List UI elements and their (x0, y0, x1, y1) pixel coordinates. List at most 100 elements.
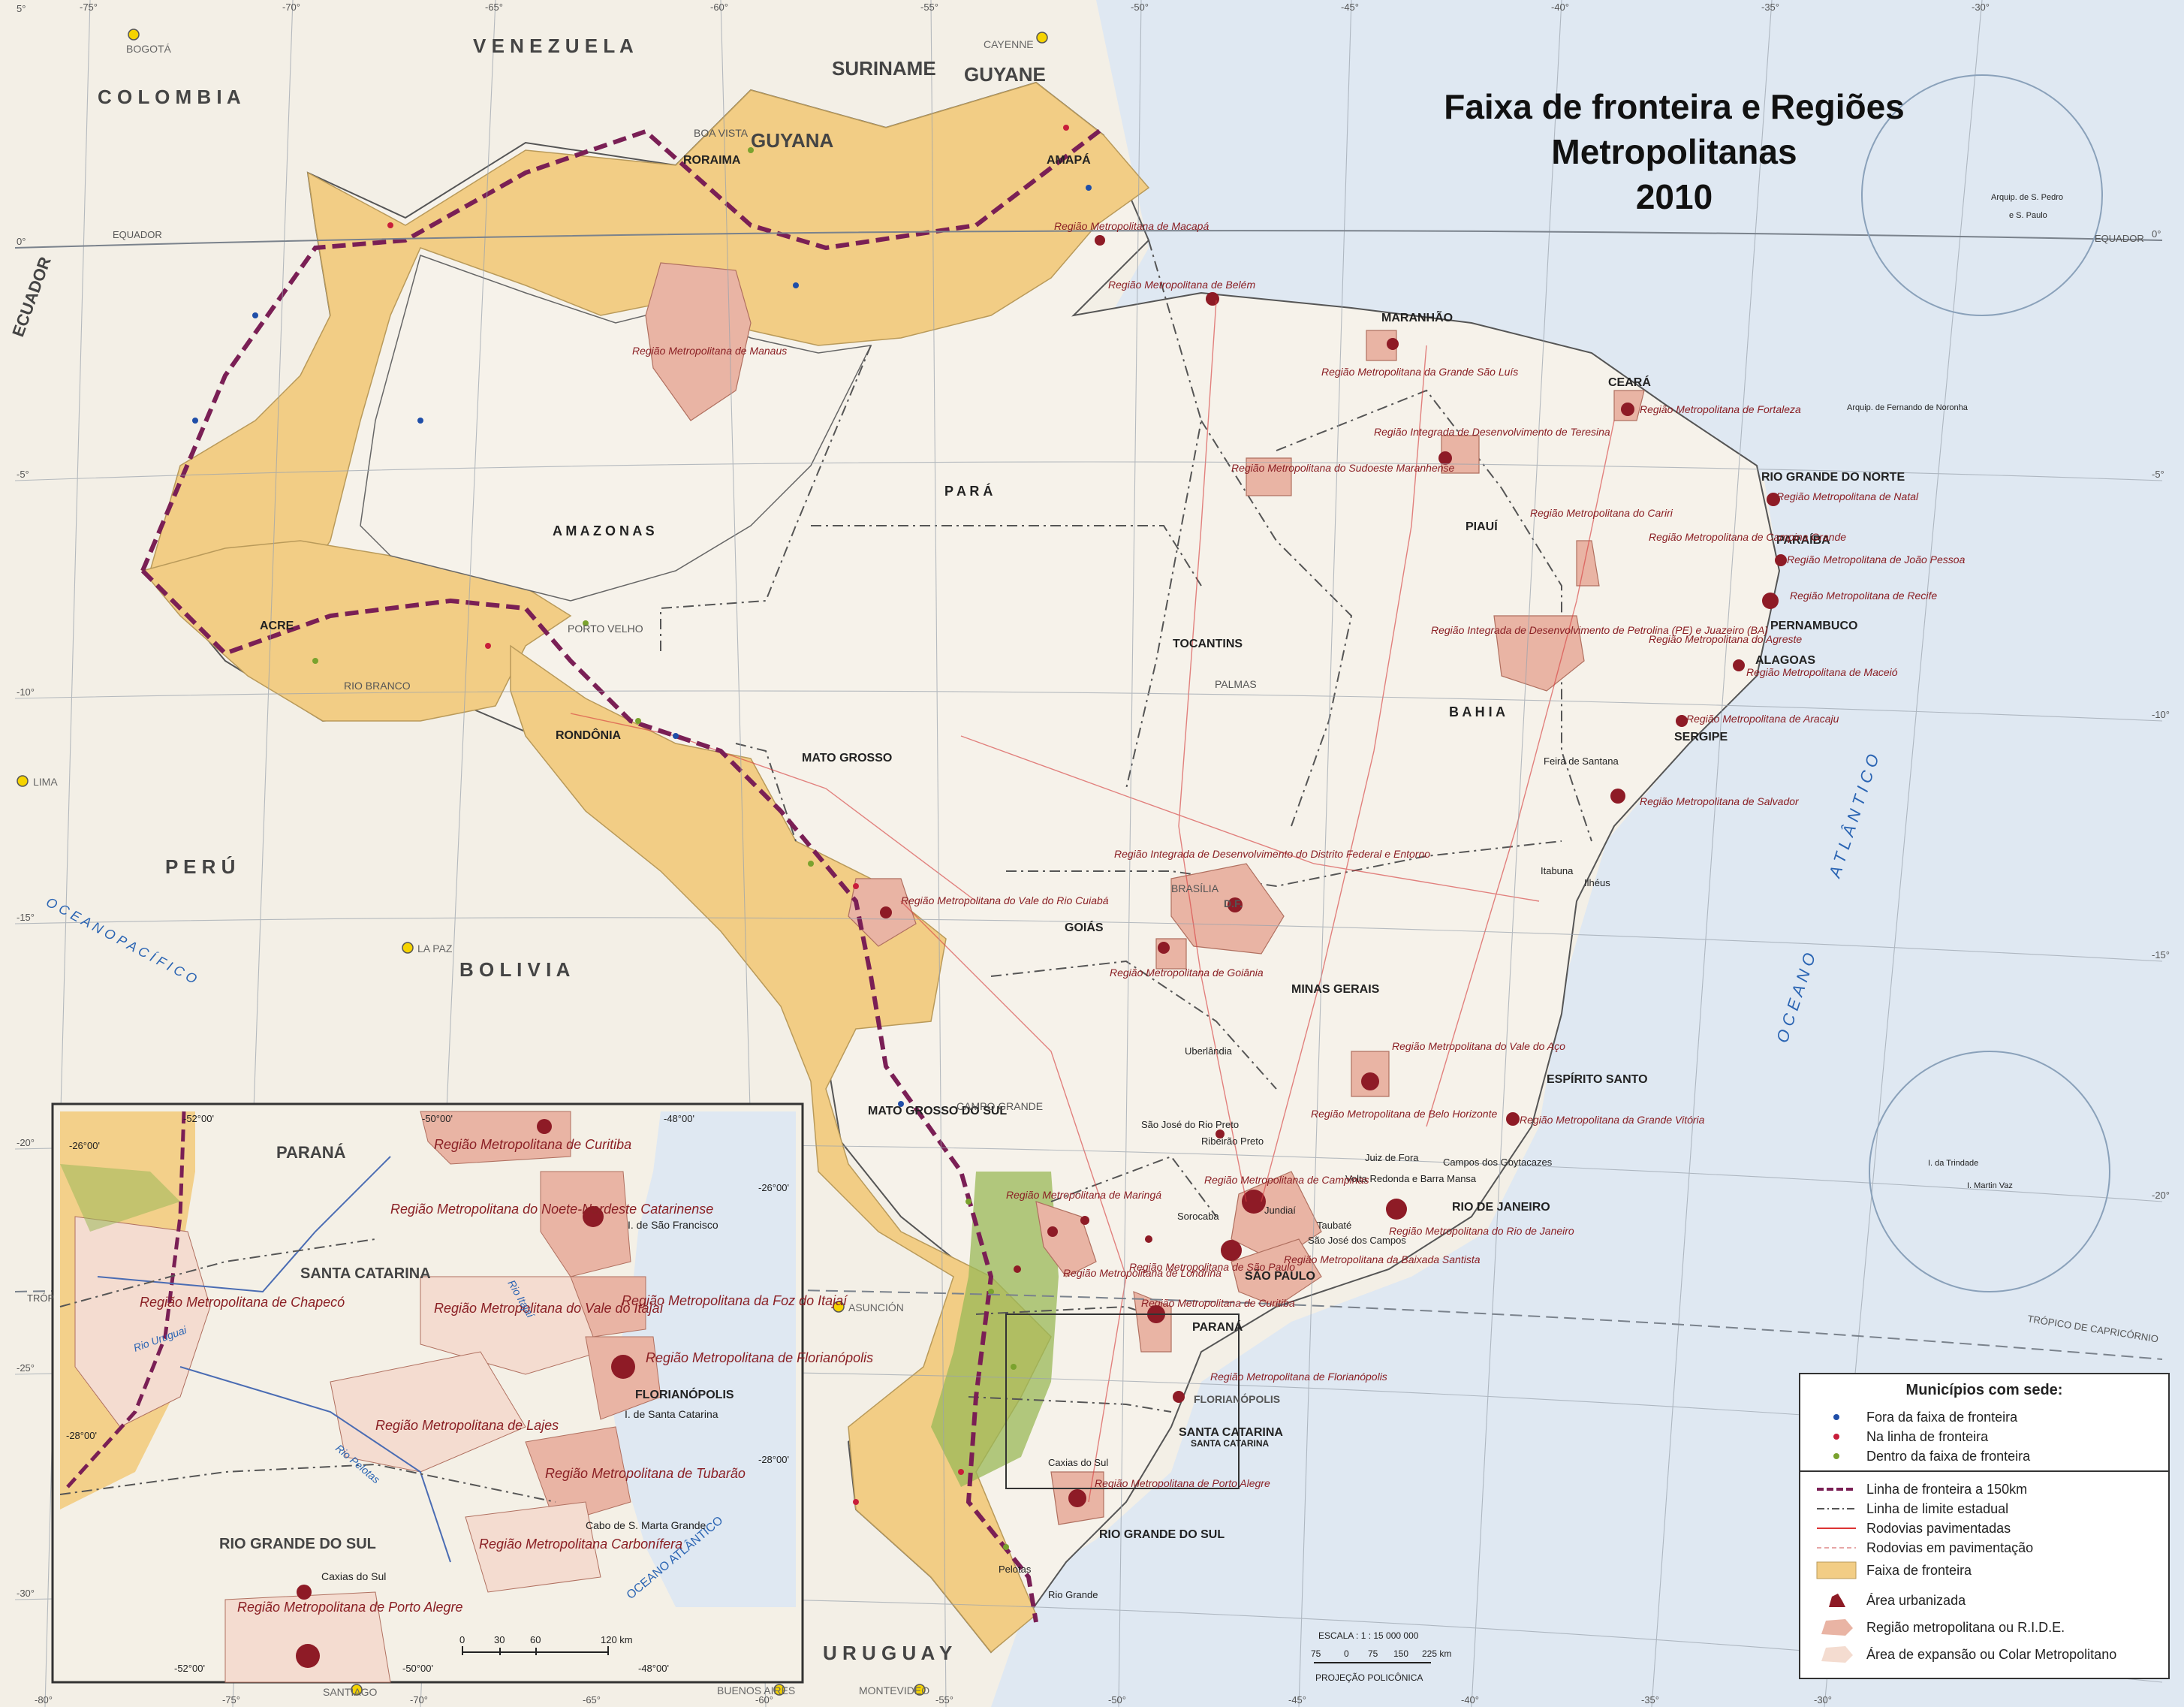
state-minas: MINAS GERAIS (1291, 983, 1380, 996)
inset-scale-0: 0 (459, 1634, 465, 1645)
rm-bh: Região Metropolitana de Belo Horizonte (1311, 1108, 1497, 1120)
inset-locator-box (1005, 1313, 1240, 1489)
island-spedro: Arquip. de S. Pedro (1991, 193, 2063, 202)
inset-scale-120: 120 km (601, 1634, 633, 1645)
city-jundiai: Jundiaí (1264, 1205, 1296, 1216)
city-buenos-aires: BUENOS AIRES (717, 1684, 795, 1696)
legend-item-fora: Fora da faixa de fronteira (1815, 1407, 2017, 1427)
ocean-atlantico-2: A T L Â N T I C O (1824, 752, 1882, 881)
lon-label-top: -35° (1761, 2, 1779, 13)
rm-salvador: Região Metropolitana de Salvador (1640, 795, 1800, 807)
lon-label-bottom: -45° (1288, 1694, 1306, 1705)
scale-projection: PROJEÇÃO POLICÔNICA (1315, 1672, 1423, 1683)
inset-rm-carbonifera: Região Metropolitana Carbonífera (479, 1537, 682, 1552)
legend-label-rod-pav: Rodovias pavimentadas (1866, 1520, 2011, 1536)
state-ceara: CEARÁ (1608, 375, 1651, 389)
rm-fortaleza: Região Metropolitana de Fortaleza (1640, 403, 1801, 415)
inset-scale-bar: 0 30 60 120 km (459, 1634, 633, 1655)
city-taubate: Taubaté (1317, 1220, 1351, 1231)
country-guyane: GUYANE (964, 63, 1046, 86)
rm-petrolina: Região Integrada de Desenvolvimento de P… (1431, 624, 1768, 636)
rm-cuiaba: Região Metropolitana do Vale do Rio Cuia… (901, 894, 1109, 906)
border-municipality-dots (192, 125, 1092, 1550)
legend-item-dentro: Dentro da faixa de fronteira (1815, 1446, 2030, 1466)
legend-label-limite: Linha de limite estadual (1866, 1500, 2009, 1516)
lat-label-right: -5° (2152, 469, 2164, 480)
legend-item-limite: Linha de limite estadual (1815, 1499, 2008, 1519)
dot-red-icon (1833, 1434, 1839, 1440)
country-colombia: C O L O M B I A (98, 86, 241, 108)
rm-campinas: Região Metropolitana de Campinas (1204, 1174, 1369, 1186)
state-sergipe: SERGIPE (1674, 731, 1728, 743)
rm-goiania: Região Metropolitana de Goiânia (1110, 967, 1264, 979)
inset-lat-1: -26°00' (69, 1140, 100, 1151)
country-peru: P E R Ú (165, 855, 235, 878)
rm-santista: Região Metropolitana da Baixada Santista (1284, 1253, 1481, 1265)
country-ecuador: ECUADOR (8, 255, 55, 339)
rm-teresina: Região Integrada de Desenvolvimento de T… (1374, 426, 1610, 438)
state-espirito-santo: ESPÍRITO SANTO (1547, 1072, 1648, 1086)
lon-label-top: -50° (1131, 2, 1149, 13)
island-trindade: I. da Trindade (1928, 1159, 1978, 1168)
legend-label-urbana: Área urbanizada (1866, 1592, 1966, 1608)
city-uberlandia: Uberlândia (1185, 1045, 1233, 1057)
inset-rm-tubarao: Região Metropolitana de Tubarão (545, 1466, 746, 1481)
inset-scale-30: 30 (494, 1634, 505, 1645)
state-santa-catarina: SANTA CATARINA (1179, 1426, 1283, 1439)
legend-label-linha: Na linha de fronteira (1866, 1428, 1989, 1444)
capital-florianopolis: FLORIANÓPOLIS (1194, 1392, 1280, 1405)
city-pelotas: Pelotas (999, 1564, 1032, 1575)
lon-label-bottom: -40° (1461, 1694, 1479, 1705)
city-feira: Feira de Santana (1544, 755, 1619, 767)
inset-rm-foz-itajai: Região Metropolitana da Foz do Itajaí (622, 1293, 848, 1308)
lat-label-right: -15° (2152, 949, 2170, 961)
map-title: Faixa de fronteira e Regiões Metropolita… (1321, 84, 2027, 219)
inset-lon-3: -48°00' (664, 1113, 694, 1124)
city-itabuna: Itabuna (1541, 865, 1574, 876)
state-rs: RIO GRANDE DO SUL (1099, 1528, 1225, 1541)
legend-item-linha: Na linha de fronteira (1815, 1427, 1988, 1446)
inset-state-santa-catarina: SANTA CATARINA (300, 1265, 431, 1282)
ocean-pacifico: O C E A N O P A C Í F I C O (44, 894, 200, 987)
capital-sc-small: SANTA CATARINA (1191, 1438, 1270, 1449)
lat-label-left: 5° (17, 3, 26, 14)
capital-brasilia: BRASÍLIA (1171, 882, 1219, 894)
state-amazonas: A M A Z O N A S (553, 523, 655, 538)
rm-sp: Região Metropolitana de São Paulo (1129, 1261, 1295, 1273)
lat-label-left: -10° (17, 686, 35, 698)
rm-macapa: Região Metropolitana de Macapá (1054, 220, 1209, 232)
title-line-2: Metropolitanas (1551, 132, 1797, 171)
legend-separator (1800, 1470, 2168, 1472)
inset-rm-chapeco: Região Metropolitana de Chapecó (140, 1295, 345, 1310)
country-venezuela: V E N E Z U E L A (473, 35, 634, 57)
legend-label-rod-empav: Rodovias em pavimentação (1866, 1540, 2034, 1555)
legend-item-urbana: Área urbanizada (1815, 1591, 1966, 1610)
lon-label-top: -65° (485, 2, 503, 13)
state-rio-de-janeiro: RIO DE JANEIRO (1452, 1201, 1550, 1214)
capital-porto-velho: PORTO VELHO (568, 623, 643, 635)
state-ms: MATO GROSSO DO SUL (868, 1105, 1007, 1117)
dot-blue-icon (1833, 1414, 1839, 1420)
lon-label-bottom: -30° (1814, 1694, 1832, 1705)
city-la-paz: LA PAZ (417, 942, 453, 955)
inset-lon-2: -50°00' (422, 1113, 453, 1124)
title-line-3: 2010 (1635, 177, 1713, 216)
inset-rm-noete: Região Metropolitana do Noete-Nordeste C… (390, 1202, 713, 1217)
lat-label-right: -20° (2152, 1190, 2170, 1201)
inset-santa-catarina-island: I. de Santa Catarina (625, 1408, 718, 1420)
state-roraima: RORAIMA (683, 154, 741, 167)
state-tocantins: TOCANTINS (1173, 638, 1243, 650)
capital-palmas: PALMAS (1215, 678, 1257, 690)
state-sao-paulo: SÃO PAULO (1245, 1268, 1315, 1283)
state-rn: RIO GRANDE DO NORTE (1761, 471, 1905, 484)
lon-label-top: -40° (1551, 2, 1569, 13)
city-volta: Volta Redonda e Barra Mansa (1345, 1173, 1477, 1184)
scale-label: ESCALA : 1 : 15 000 000 (1318, 1630, 1419, 1641)
lat-label-left: -30° (17, 1588, 35, 1599)
inset-rm-vale-itajai: Região Metropolitana do Vale do Itajaí (434, 1301, 665, 1316)
dot-green-icon (1833, 1453, 1839, 1459)
legend-title: Municípios com sede: (1905, 1382, 2063, 1398)
